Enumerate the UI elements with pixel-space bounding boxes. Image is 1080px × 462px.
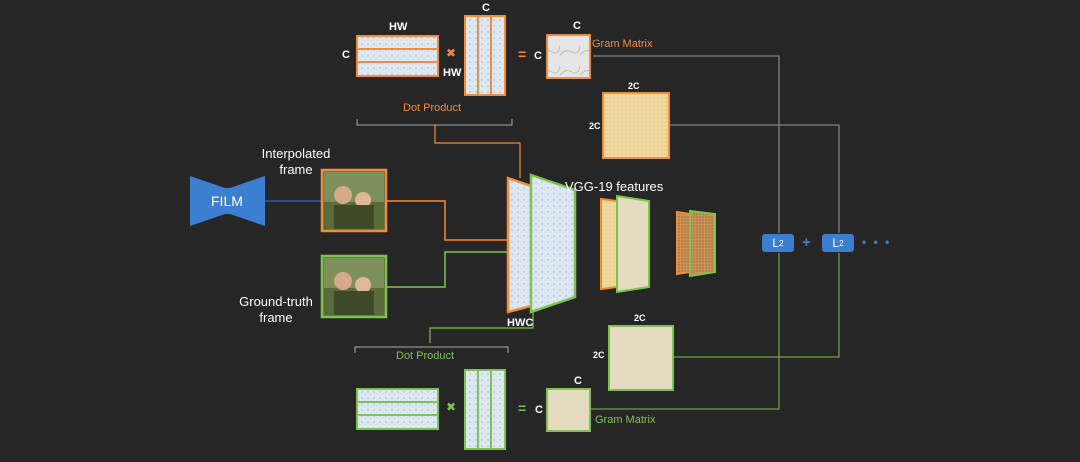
groundtruth-label-line1: Ground-truth [239, 294, 313, 309]
interpolated-label-line2: frame [279, 162, 313, 177]
top-texture-to-l2-line [669, 124, 840, 233]
top-texture-2c-side: 2C [589, 121, 601, 131]
hwc-label: HWC [507, 317, 534, 329]
top-c-left-label: C [342, 49, 350, 61]
vgg-layer2-back [689, 209, 716, 278]
groundtruth-to-features-line [386, 251, 508, 288]
top-gram-matrix-label: Gram Matrix [592, 38, 653, 50]
bottom-texture-2c-side: 2C [593, 350, 605, 360]
l2-main-1: L [772, 236, 780, 250]
vgg-layer1-back [616, 194, 650, 294]
ground-truth-frame-photo [320, 254, 388, 319]
bottom-texture-2c-top: 2C [634, 313, 646, 323]
loss-plus-sign: + [802, 234, 811, 251]
vgg-layer1-front [600, 197, 618, 291]
bottom-dotproduct-feed-line [429, 312, 534, 343]
film-label: FILM [211, 193, 243, 209]
top-dotproduct-feed-line [434, 125, 521, 178]
l2-sub-1: 2 [779, 238, 784, 248]
top-texture-swatch [602, 92, 670, 159]
interpolated-to-features-line [386, 200, 508, 241]
loss-ellipsis: • • • [862, 235, 892, 249]
bottom-hw-matrix [356, 388, 439, 430]
bottom-gram-matrix-label: Gram Matrix [595, 414, 656, 426]
bottom-multiply-sign: ✖ [446, 400, 457, 414]
l2-main-2: L [832, 236, 840, 250]
hwc-feature-back [529, 173, 577, 314]
l2-sub-2: 2 [839, 238, 844, 248]
bottom-c-gram-label: C [574, 375, 582, 387]
top-texture-2c-top: 2C [628, 81, 640, 91]
bottom-gram-matrix-swatch [546, 388, 591, 432]
interpolated-frame-label: Interpolated frame [246, 146, 346, 178]
bottom-gram-to-l2-line [591, 253, 780, 410]
film-model-shape [190, 176, 265, 226]
top-gram-to-l2-line [593, 55, 780, 233]
bottom-texture-swatch [608, 325, 674, 391]
groundtruth-label-line2: frame [259, 310, 293, 325]
top-hw-bottom-label: HW [443, 67, 462, 79]
bottom-equals-sign: = [518, 400, 527, 416]
top-hw-label: HW [389, 21, 408, 33]
vgg-layer2-front [676, 210, 691, 276]
ground-truth-frame-label: Ground-truth frame [226, 294, 326, 326]
interpolated-label-line1: Interpolated [261, 146, 331, 161]
bottom-c-matrix [464, 369, 506, 450]
bottom-texture-to-l2-line [673, 253, 840, 358]
top-gram-matrix-swatch [546, 34, 591, 79]
interpolated-frame-photo [320, 168, 388, 233]
top-c-eq-label: C [534, 50, 542, 62]
hwc-feature-front [506, 176, 533, 314]
top-c-matrix [464, 15, 506, 96]
bottom-dotproduct-bracket [354, 346, 509, 353]
top-c-gram-label: C [573, 20, 581, 32]
top-multiply-sign: ✖ [446, 46, 457, 60]
bottom-dot-product-label: Dot Product [396, 350, 455, 362]
top-equals-sign: = [518, 46, 527, 62]
top-dotproduct-bracket [356, 119, 513, 126]
connection-lines [265, 55, 840, 410]
vgg-features-label: VGG-19 features [565, 179, 664, 194]
top-c-col-label: C [482, 2, 490, 14]
top-dot-product-label: Dot Product [403, 102, 462, 114]
top-hw-matrix [356, 35, 439, 77]
bottom-c-eq-label: C [535, 404, 543, 416]
